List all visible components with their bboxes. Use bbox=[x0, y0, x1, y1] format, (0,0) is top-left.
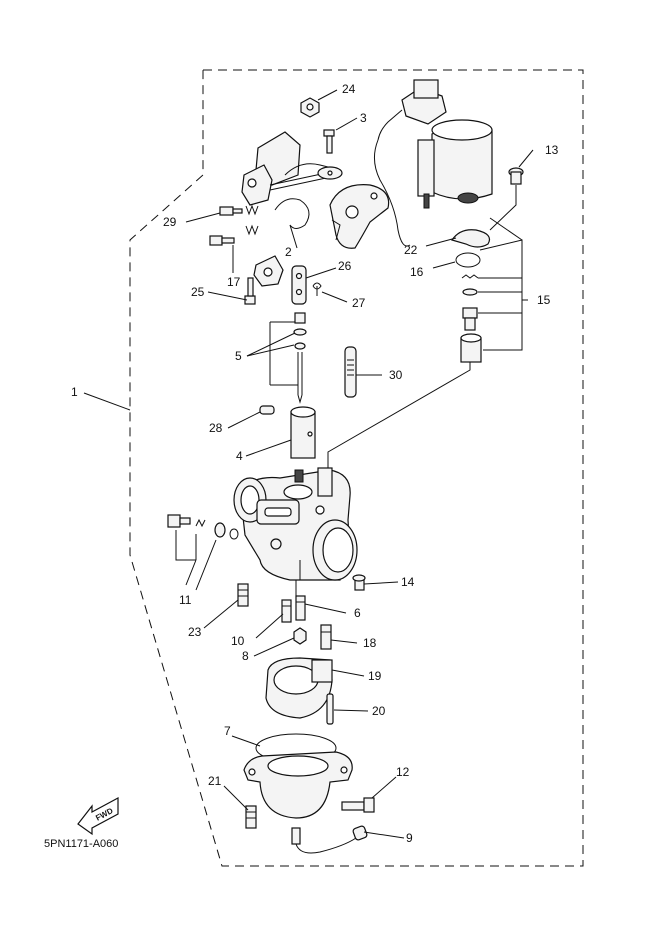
screw-part-23 bbox=[237, 583, 249, 607]
float-part-19 bbox=[265, 657, 333, 719]
throttle-valve-part-4 bbox=[290, 406, 316, 459]
o-ring-part-16 bbox=[455, 252, 481, 268]
needle-clip-part-26 bbox=[291, 265, 307, 305]
label-1: 1 bbox=[71, 385, 78, 399]
label-12: 12 bbox=[396, 765, 410, 779]
carburetor-body bbox=[233, 467, 358, 581]
leader-bracket-5 bbox=[269, 321, 298, 386]
part-labels: 24 3 13 29 2 22 26 16 17 25 15 27 5 30 1… bbox=[71, 82, 559, 845]
label-27: 27 bbox=[352, 296, 366, 310]
label-21: 21 bbox=[208, 774, 222, 788]
label-18: 18 bbox=[363, 636, 377, 650]
label-13: 13 bbox=[545, 143, 559, 157]
screw-part-21 bbox=[245, 805, 257, 829]
float-bowl bbox=[243, 751, 353, 819]
label-6: 6 bbox=[354, 606, 361, 620]
label-5: 5 bbox=[235, 349, 242, 363]
clip-part-2 bbox=[274, 198, 310, 229]
label-8: 8 bbox=[242, 649, 249, 663]
label-3: 3 bbox=[360, 111, 367, 125]
forward-direction-arrow: FWD bbox=[77, 796, 119, 836]
drawing-code: 5PN1171-A060 bbox=[44, 838, 118, 850]
choke-wire bbox=[374, 139, 411, 247]
label-30: 30 bbox=[389, 368, 403, 382]
nut-part-24 bbox=[300, 97, 320, 118]
label-24: 24 bbox=[342, 82, 356, 96]
label-2: 2 bbox=[285, 245, 292, 259]
screw-part-13 bbox=[508, 167, 524, 185]
label-7: 7 bbox=[224, 724, 231, 738]
plug-part-28 bbox=[259, 405, 275, 415]
leader-bracket-15 bbox=[478, 239, 523, 351]
jet-needle-part-5 bbox=[293, 312, 307, 404]
label-11: 11 bbox=[179, 593, 192, 607]
leader-13-connector bbox=[489, 185, 517, 231]
label-14: 14 bbox=[401, 575, 415, 589]
screw-part-14 bbox=[352, 574, 366, 591]
electrical-connector bbox=[377, 79, 447, 141]
throttle-cam-plate bbox=[329, 184, 390, 249]
pin-part-30 bbox=[344, 346, 357, 398]
spring-part-27 bbox=[312, 282, 322, 296]
screw-part-12 bbox=[341, 797, 375, 813]
screw-part-3 bbox=[323, 129, 335, 154]
float-pin-part-20 bbox=[326, 693, 334, 725]
label-26: 26 bbox=[338, 259, 352, 273]
leader-lines bbox=[83, 89, 534, 839]
jet-part-10 bbox=[281, 599, 292, 623]
label-15: 15 bbox=[537, 293, 551, 307]
label-20: 20 bbox=[372, 704, 386, 718]
plunger-part-15 bbox=[460, 274, 482, 363]
needle-valve-part-18 bbox=[320, 624, 332, 650]
label-10: 10 bbox=[231, 634, 245, 648]
label-17: 17 bbox=[227, 275, 241, 289]
label-29: 29 bbox=[163, 215, 177, 229]
drain-tube-part-9 bbox=[291, 825, 368, 854]
jet-part-6 bbox=[295, 595, 306, 621]
assembly-boundary bbox=[129, 69, 584, 867]
jet-part-8 bbox=[293, 627, 307, 645]
screw-part-29 bbox=[219, 204, 259, 216]
screw-part-17 bbox=[209, 224, 259, 246]
label-16: 16 bbox=[410, 265, 424, 279]
leader-bracket-11 bbox=[175, 530, 217, 591]
label-25: 25 bbox=[191, 285, 205, 299]
bracket-part-22 bbox=[451, 229, 491, 248]
label-4: 4 bbox=[236, 449, 243, 463]
auto-choke-unit bbox=[417, 119, 493, 209]
screw-part-11 bbox=[167, 514, 239, 540]
label-9: 9 bbox=[406, 831, 413, 845]
link-block bbox=[253, 255, 284, 287]
label-19: 19 bbox=[368, 669, 382, 683]
label-28: 28 bbox=[209, 421, 223, 435]
label-23: 23 bbox=[188, 625, 202, 639]
choke-to-body-line bbox=[327, 217, 523, 470]
label-22: 22 bbox=[404, 243, 418, 257]
throttle-lever-bracket bbox=[241, 131, 343, 206]
